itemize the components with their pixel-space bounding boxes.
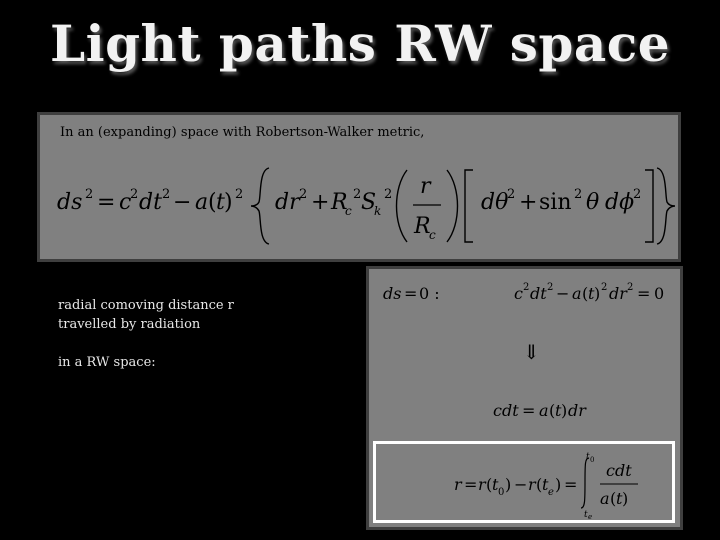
svg-text:2: 2 xyxy=(574,187,582,202)
svg-text:dr: dr xyxy=(568,401,587,420)
svg-text:t: t xyxy=(492,475,499,494)
svg-text:e: e xyxy=(548,487,554,498)
svg-text:2: 2 xyxy=(523,282,529,293)
slide-title: Light paths RW space xyxy=(49,14,671,73)
svg-text:2: 2 xyxy=(353,187,361,202)
svg-text:=: = xyxy=(464,475,477,494)
svg-text:r: r xyxy=(478,475,487,494)
svg-text:2: 2 xyxy=(299,187,307,202)
svg-text:dt: dt xyxy=(139,190,162,215)
svg-text:c: c xyxy=(429,228,436,242)
svg-text:+: + xyxy=(311,190,329,215)
svg-text:a: a xyxy=(539,401,549,420)
svg-text:=: = xyxy=(637,284,650,303)
svg-text:e: e xyxy=(588,513,592,520)
metric-panel: In an (expanding) space with Robertson-W… xyxy=(37,112,681,262)
svg-text:−: − xyxy=(514,475,527,494)
svg-text:dθ: dθ xyxy=(481,190,508,215)
svg-text:): ) xyxy=(555,475,561,494)
svg-text:dt: dt xyxy=(530,284,547,303)
svg-text:): ) xyxy=(622,489,628,508)
svg-text:ds: ds xyxy=(57,190,82,215)
svg-text:): ) xyxy=(224,190,233,215)
svg-text:=: = xyxy=(522,401,535,420)
highlighted-equation-box: r = r ( t 0 ) − r ( t e ) = t 0 t e cdt xyxy=(373,441,675,523)
radiation-text: travelled by radiation xyxy=(58,317,201,332)
svg-text:t: t xyxy=(216,190,225,215)
svg-text:R: R xyxy=(413,214,431,239)
svg-text:cdt: cdt xyxy=(606,461,632,480)
svg-text:t: t xyxy=(542,475,549,494)
svg-text:c: c xyxy=(345,204,352,218)
svg-text:t: t xyxy=(616,489,623,508)
svg-text:a: a xyxy=(600,489,610,508)
svg-text:+: + xyxy=(519,190,537,215)
svg-text:dr: dr xyxy=(275,190,301,215)
svg-text:(: ( xyxy=(610,489,616,508)
comoving-distance-integral: r = r ( t 0 ) − r ( t e ) = t 0 t e cdt xyxy=(454,452,638,520)
svg-text:2: 2 xyxy=(601,282,607,293)
svg-text:=: = xyxy=(404,284,417,303)
svg-text:=: = xyxy=(97,190,115,215)
svg-text:c: c xyxy=(514,284,523,303)
svg-text:r: r xyxy=(420,174,432,199)
rw-space-text: in a RW space: xyxy=(58,355,156,370)
svg-text:k: k xyxy=(374,204,381,218)
svg-text:0: 0 xyxy=(654,284,664,303)
svg-text:(: ( xyxy=(582,284,588,303)
svg-text:ds: ds xyxy=(383,284,401,303)
svg-text:0: 0 xyxy=(498,487,504,498)
svg-text:S: S xyxy=(361,190,376,215)
svg-text:(: ( xyxy=(536,475,542,494)
svg-text:⇓: ⇓ xyxy=(523,340,540,364)
derivation-panel: ds = 0 : c 2 dt 2 − a ( t ) 2 dr 2 = 0 ⇓… xyxy=(366,266,683,530)
svg-text:dr: dr xyxy=(609,284,628,303)
svg-text:θ: θ xyxy=(586,190,599,215)
svg-text:2: 2 xyxy=(384,187,392,202)
svg-text:r: r xyxy=(528,475,537,494)
svg-text:2: 2 xyxy=(547,282,553,293)
null-geodesic-equations: ds = 0 : c 2 dt 2 − a ( t ) 2 dr 2 = 0 ⇓… xyxy=(383,282,664,420)
svg-text:2: 2 xyxy=(130,187,138,202)
svg-text:2: 2 xyxy=(507,187,515,202)
svg-text:=: = xyxy=(564,475,577,494)
svg-text:0 :: 0 : xyxy=(419,284,440,303)
svg-text:t: t xyxy=(588,284,595,303)
svg-text:(: ( xyxy=(549,401,555,420)
svg-text:R: R xyxy=(330,190,348,215)
svg-text:(: ( xyxy=(486,475,492,494)
svg-text:): ) xyxy=(594,284,600,303)
svg-text:): ) xyxy=(505,475,511,494)
svg-text:2: 2 xyxy=(633,187,641,202)
svg-text:sin: sin xyxy=(539,190,572,215)
svg-text:(: ( xyxy=(208,190,217,215)
svg-text:a: a xyxy=(572,284,582,303)
svg-text:2: 2 xyxy=(162,187,170,202)
svg-text:2: 2 xyxy=(627,282,633,293)
svg-text:): ) xyxy=(561,401,567,420)
svg-text:t: t xyxy=(555,401,562,420)
svg-text:dϕ: dϕ xyxy=(605,190,634,215)
svg-text:−: − xyxy=(173,190,191,215)
svg-text:cdt: cdt xyxy=(493,401,519,420)
intro-text: In an (expanding) space with Robertson-W… xyxy=(60,125,425,140)
rw-metric-equation: ds 2 = c 2 dt 2 − a ( t ) 2 dr 2 + R c 2… xyxy=(57,167,675,245)
svg-text:t: t xyxy=(584,510,588,520)
svg-text:r: r xyxy=(454,475,463,494)
svg-text:2: 2 xyxy=(235,187,243,202)
svg-text:−: − xyxy=(556,284,569,303)
svg-text:2: 2 xyxy=(85,187,93,202)
radial-distance-text: radial comoving distance r xyxy=(58,298,234,313)
svg-text:c: c xyxy=(119,190,131,215)
svg-text:t: t xyxy=(586,452,590,462)
svg-text:0: 0 xyxy=(590,456,594,464)
svg-text:a: a xyxy=(195,190,208,215)
